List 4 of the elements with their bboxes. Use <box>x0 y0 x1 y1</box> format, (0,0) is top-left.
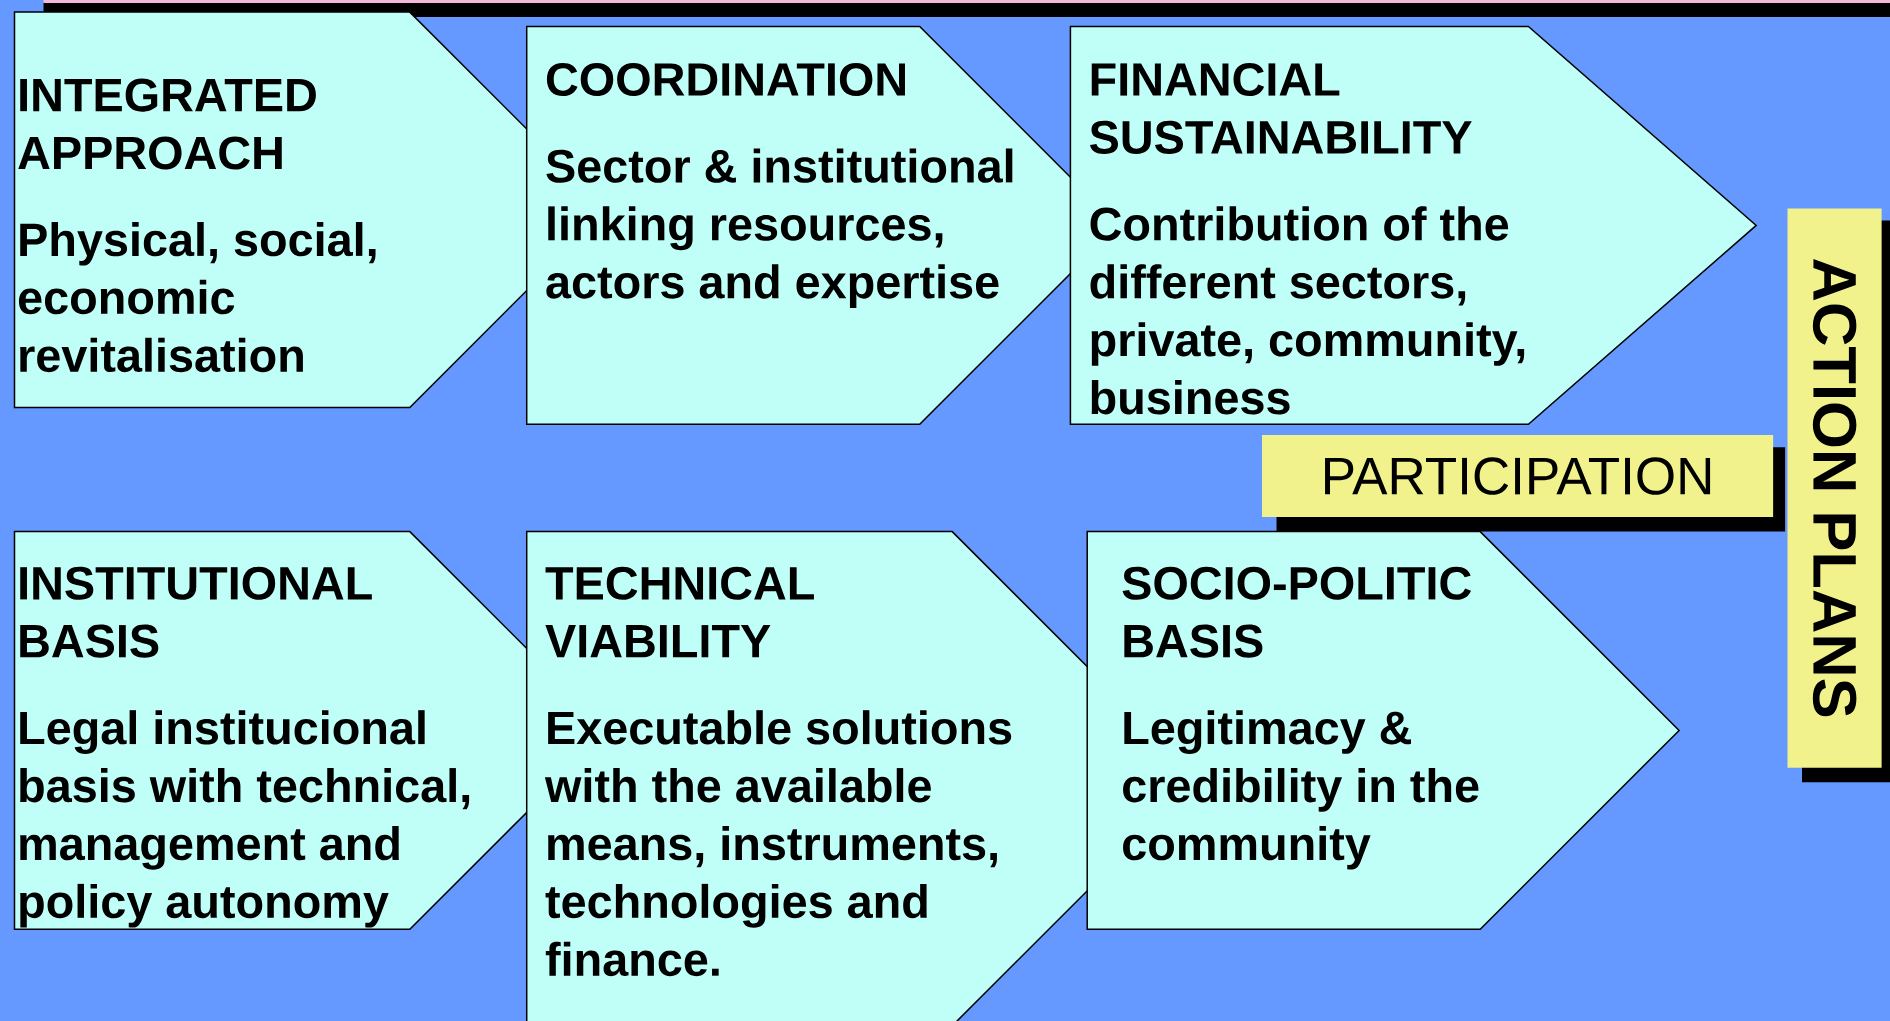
vertical-banner: ACTION PLANS <box>1787 208 1890 783</box>
arrow-box: SOCIO-POLITIC BASIS Legitimacy & credibility in the community <box>1086 530 1681 931</box>
label-banner: PARTICIPATION <box>1262 435 1786 532</box>
arrow-box: FINANCIAL SUSTAINABILITY Contribution of the different sectors, private, community, business <box>1069 25 1758 426</box>
